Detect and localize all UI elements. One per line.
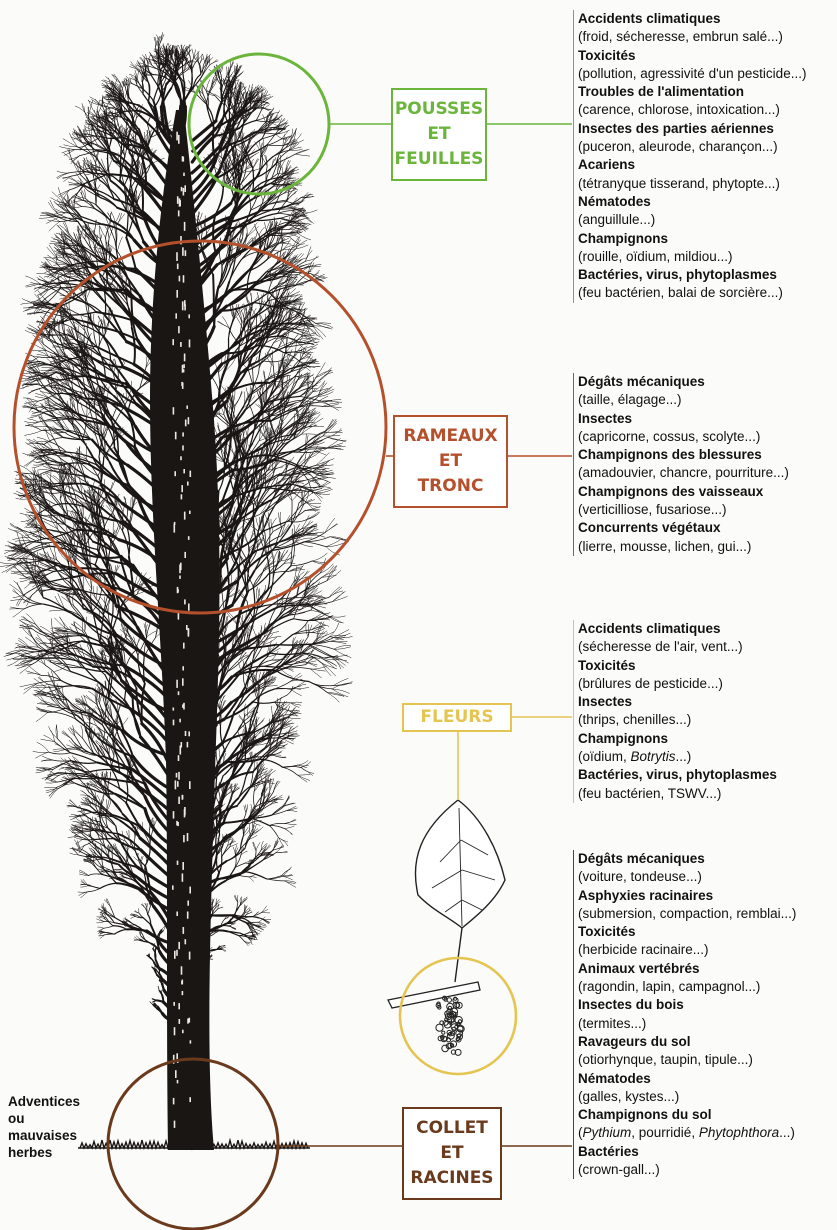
tree-branch [323, 423, 337, 436]
tree-branch [257, 133, 275, 134]
tree-branch [57, 171, 68, 173]
tree-branch [37, 338, 47, 351]
tree-branch [313, 377, 314, 392]
tree-branch [17, 527, 30, 538]
tree-branch [315, 488, 331, 492]
tree-branch [53, 437, 62, 453]
tree-branch [60, 147, 75, 150]
tree-branch [230, 62, 234, 70]
tree-branch [83, 130, 93, 131]
tree-branch [25, 422, 39, 423]
tree-branch [50, 243, 63, 244]
tree-branch [239, 121, 256, 129]
tree-branch [57, 515, 58, 529]
tree-branch [29, 439, 44, 444]
tree-branch [257, 488, 270, 509]
tree-branch [63, 176, 72, 179]
tree-branch [259, 142, 260, 156]
tree-branch [21, 303, 39, 304]
tree-branch [326, 543, 343, 546]
tree-branch [54, 264, 68, 265]
tree-branch [279, 243, 291, 244]
tree-branch [53, 411, 65, 416]
tree-branch [316, 453, 330, 466]
tree-branch [213, 215, 216, 253]
tree-branch [75, 106, 88, 117]
tree-branch [305, 257, 318, 262]
tree-branch [42, 515, 59, 516]
tree-branch [37, 274, 51, 275]
tree-branch [29, 388, 43, 394]
tree-branch [15, 540, 30, 541]
tree-branch [131, 62, 139, 71]
tree-branch [316, 465, 334, 466]
tree-branch [247, 223, 257, 237]
tree-branch [295, 154, 310, 156]
tree-branch [25, 431, 42, 436]
tree-branch [46, 577, 74, 583]
tree-branch [266, 384, 267, 402]
tree-branch [229, 305, 233, 318]
tree-branch [323, 404, 340, 407]
tree-branch [78, 133, 88, 134]
tree-branch [278, 211, 294, 214]
tree-branch [100, 226, 106, 238]
tree-branch [95, 209, 111, 221]
tree-branch [325, 518, 335, 532]
tree-branch [327, 448, 343, 450]
tree-branch [148, 83, 149, 102]
tree-branch [303, 213, 313, 223]
tree-branch [51, 198, 65, 204]
tree-branch [76, 163, 80, 175]
tree-branch [137, 71, 138, 79]
tree-branch [86, 403, 87, 418]
tree-branch [117, 237, 122, 252]
tree-branch [324, 402, 342, 403]
tree-branch [313, 326, 326, 337]
tree-branch [313, 381, 325, 392]
tree-branch [307, 512, 320, 520]
tree-branch [325, 524, 338, 533]
tree-branch [241, 252, 257, 260]
tree-branch [99, 226, 100, 238]
tree-branch [291, 501, 292, 525]
tree-branch [259, 426, 260, 441]
tree-branch [295, 149, 309, 154]
tree-branch [84, 106, 88, 120]
tree-branch [98, 316, 102, 325]
tree-branch [302, 400, 316, 403]
tree-branch [216, 449, 224, 462]
tree-branch [63, 139, 78, 147]
tree-branch [313, 326, 323, 339]
tree-branch [265, 498, 282, 512]
tree-branch [0, 562, 17, 564]
tree-branch [304, 535, 317, 536]
tree-branch [75, 201, 82, 206]
tree-branch [264, 348, 279, 361]
tree-branch [264, 343, 274, 361]
tree-branch [37, 470, 50, 471]
tree-branch [26, 276, 40, 284]
tree-branch [207, 86, 212, 105]
tree-branch [316, 363, 326, 378]
tree-branch [147, 115, 151, 124]
tree-branch [326, 540, 339, 546]
tree-branch [41, 518, 65, 525]
tree-branch [35, 393, 50, 398]
tree-branch [143, 94, 154, 107]
tree-branch [318, 392, 333, 397]
tree-branch [206, 80, 209, 92]
tree-branch [28, 419, 39, 422]
tree-branch [307, 502, 321, 503]
tree-branch [305, 247, 311, 262]
tree-branch [283, 354, 284, 369]
tree-branch [103, 314, 104, 325]
tree-branch [286, 388, 300, 401]
tree-branch [230, 61, 234, 70]
